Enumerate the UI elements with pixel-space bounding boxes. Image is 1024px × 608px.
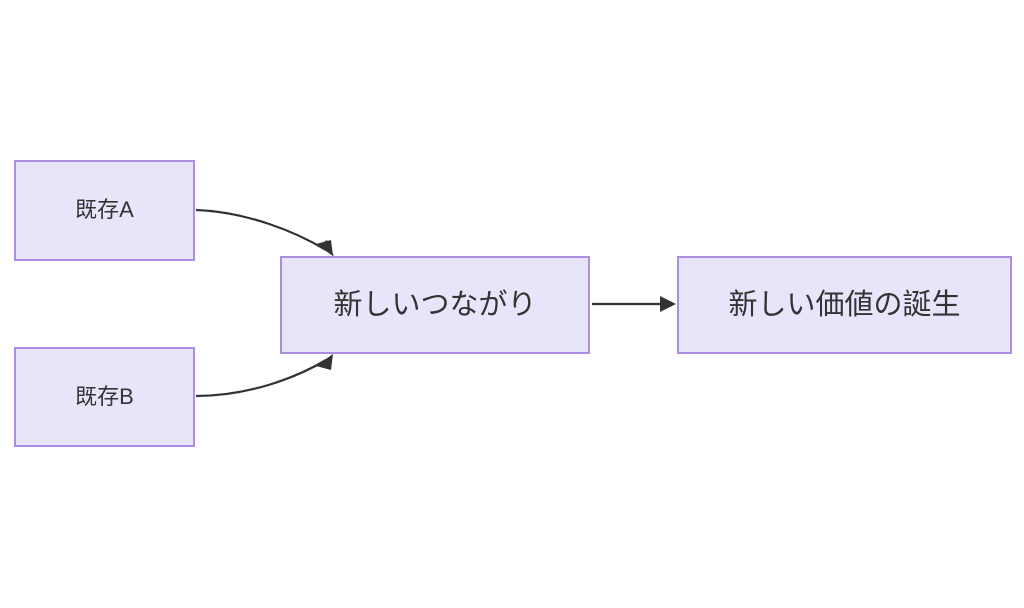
node-existing-b[interactable]: 既存B <box>14 347 195 447</box>
node-existing-a[interactable]: 既存A <box>14 160 195 261</box>
node-existing-a-label: 既存A <box>75 197 134 223</box>
arrowhead-icon <box>318 240 334 256</box>
arrowhead-icon <box>660 296 676 312</box>
node-existing-b-label: 既存B <box>75 383 134 409</box>
arrowhead-icon <box>316 354 333 370</box>
node-new-value[interactable]: 新しい価値の誕生 <box>677 256 1012 354</box>
edge-existing-a-to-new-connection <box>195 208 334 256</box>
node-new-value-label: 新しい価値の誕生 <box>728 288 961 321</box>
edge-existing-b-to-new-connection <box>195 354 333 398</box>
arrowhead-icon <box>316 240 333 256</box>
node-new-connection-label: 新しいつながり <box>333 288 537 321</box>
node-new-connection[interactable]: 新しいつながり <box>280 256 590 354</box>
edge-new-connection-to-new-value <box>592 296 676 312</box>
